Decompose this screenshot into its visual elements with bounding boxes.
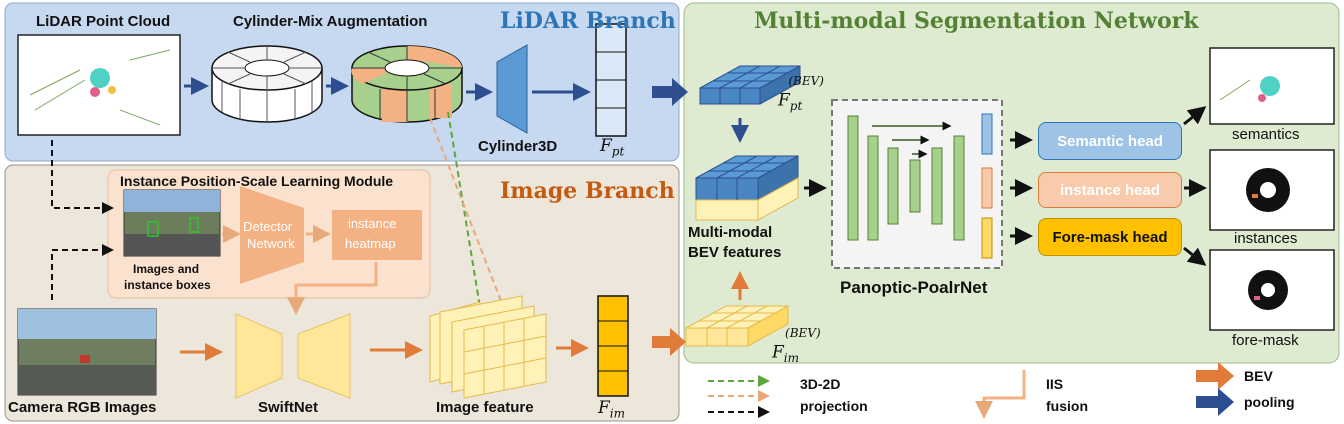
panoptic-label: Panoptic-PoalrNet	[840, 278, 988, 297]
head-bar-instance	[981, 167, 993, 209]
fpt-label: Fpt	[600, 136, 625, 159]
legend-fusion-2: fusion	[1046, 398, 1088, 414]
instance-heatmap-box	[332, 210, 422, 260]
projection-peach-dashed	[429, 117, 512, 326]
bev-grid-im	[685, 305, 789, 347]
instances-output-image	[1209, 149, 1335, 231]
projection-black-dashed-2	[51, 244, 114, 300]
camera-rgb-image	[17, 308, 157, 396]
legend-pooling: pooling	[1244, 394, 1295, 410]
heatmap-label-1: instance	[348, 216, 397, 231]
legend-orange-arrow	[1196, 362, 1234, 390]
cylinder-plain	[211, 45, 323, 123]
legend-fusion-1: IIS	[1046, 376, 1064, 392]
fim-label: Fim	[598, 398, 626, 421]
cylinder3d-label: Cylinder3D	[478, 138, 558, 155]
images-with-boxes	[123, 189, 221, 257]
legend-blue-arrow	[1196, 388, 1234, 416]
mm-bev-label-1: Multi-modal	[688, 224, 773, 241]
bev-grid-pt	[699, 65, 801, 105]
legend-projection-1: 3D-2D	[800, 376, 841, 392]
ipsl-module-title: Instance Position-Scale Learning Module	[120, 173, 394, 189]
cylinder3d-block	[496, 44, 528, 134]
legend-iis-fusion-arrow	[975, 370, 1026, 419]
projection-black-dashed-1	[51, 140, 114, 214]
legend-projection-lines	[708, 375, 770, 418]
images-boxes-label-1: Images and	[133, 262, 200, 276]
bev-grid-multimodal	[695, 155, 799, 221]
detector-label-2: Network	[247, 236, 295, 251]
swiftnet-block	[235, 313, 351, 399]
legend-bev: BEV	[1244, 368, 1273, 384]
lidar-branch-title: LiDAR Branch	[500, 8, 676, 34]
seg-network-title: Multi-modal Segmentation Network	[754, 8, 1199, 34]
swiftnet-label: SwiftNet	[258, 399, 318, 416]
legend-projection-2: projection	[800, 398, 868, 414]
instance-head: instance head	[1038, 172, 1182, 208]
fim-bev-label: Fim(BEV)	[772, 326, 821, 366]
image-branch-title: Image Branch	[500, 178, 675, 204]
cylinder-mix-label: Cylinder-Mix Augmentation	[233, 13, 428, 30]
cylinder-mixed	[351, 45, 463, 123]
images-boxes-label-2: instance boxes	[124, 278, 211, 292]
head-bar-semantic	[981, 113, 993, 155]
arrow-semantic-to-output	[1183, 106, 1207, 126]
detector-label-1: Detector	[243, 219, 293, 234]
lidar-point-cloud-label: LiDAR Point Cloud	[36, 13, 171, 30]
image-feature-vector	[597, 295, 629, 397]
foremask-output-image	[1209, 249, 1335, 331]
unet-bars	[847, 115, 965, 241]
camera-rgb-label: Camera RGB Images	[8, 399, 157, 416]
projection-green-dashed	[447, 111, 493, 358]
image-feature-stack	[429, 295, 547, 399]
heatmap-label-2: heatmap	[345, 236, 396, 251]
head-bar-foremask	[981, 217, 993, 259]
bev-pooling-arrow-lidar	[652, 78, 688, 106]
image-feature-label: Image feature	[436, 399, 534, 416]
fpt-bev-label: Fpt(BEV)	[778, 74, 824, 114]
semantics-output-image	[1209, 47, 1335, 125]
semantic-head: Semantic head	[1038, 122, 1182, 160]
seg-network-panel	[683, 2, 1340, 364]
bev-pooling-arrow-image	[652, 328, 686, 356]
mm-bev-label-2: BEV features	[688, 244, 782, 261]
semantics-output-label: semantics	[1232, 126, 1300, 143]
instances-output-label: instances	[1234, 230, 1298, 247]
lidar-feature-vector	[595, 23, 627, 137]
foremask-output-label: fore-mask	[1232, 332, 1299, 349]
arrow-heatmap-to-swiftnet	[287, 262, 378, 315]
lidar-point-cloud-image	[17, 34, 181, 136]
arrow-foremask-to-output	[1183, 246, 1207, 266]
foremask-head: Fore-mask head	[1038, 218, 1182, 256]
detector-network	[240, 186, 304, 284]
